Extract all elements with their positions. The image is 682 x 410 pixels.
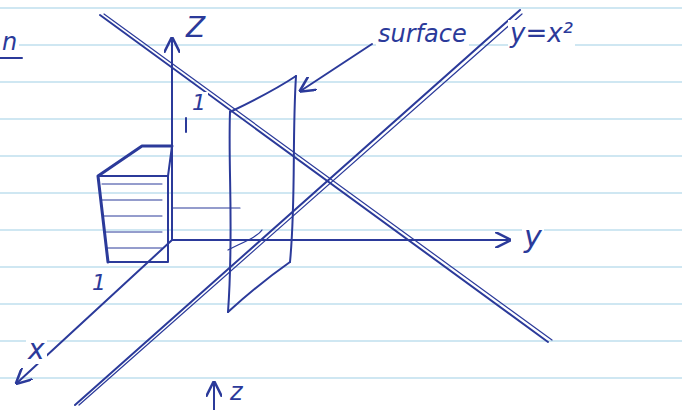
tick-label: 1 (190, 92, 208, 114)
axis-label: x (26, 336, 47, 364)
equation-label: y=x² (508, 20, 575, 46)
callout-text: surface (376, 22, 469, 46)
long-line (75, 10, 522, 405)
underline (0, 57, 22, 59)
leader-arrow (302, 44, 372, 90)
long-line (100, 14, 552, 342)
tick-label: 1 (90, 272, 108, 294)
z-axis (171, 40, 173, 240)
unit-box (98, 118, 240, 262)
y-axis (172, 239, 508, 241)
fragment-letter: n (0, 30, 19, 54)
z-axis (213, 384, 215, 410)
axis-label: z (228, 380, 245, 404)
axis-label: y (522, 222, 544, 252)
axis-label: Z (184, 14, 207, 42)
ruled-paper (0, 8, 682, 378)
